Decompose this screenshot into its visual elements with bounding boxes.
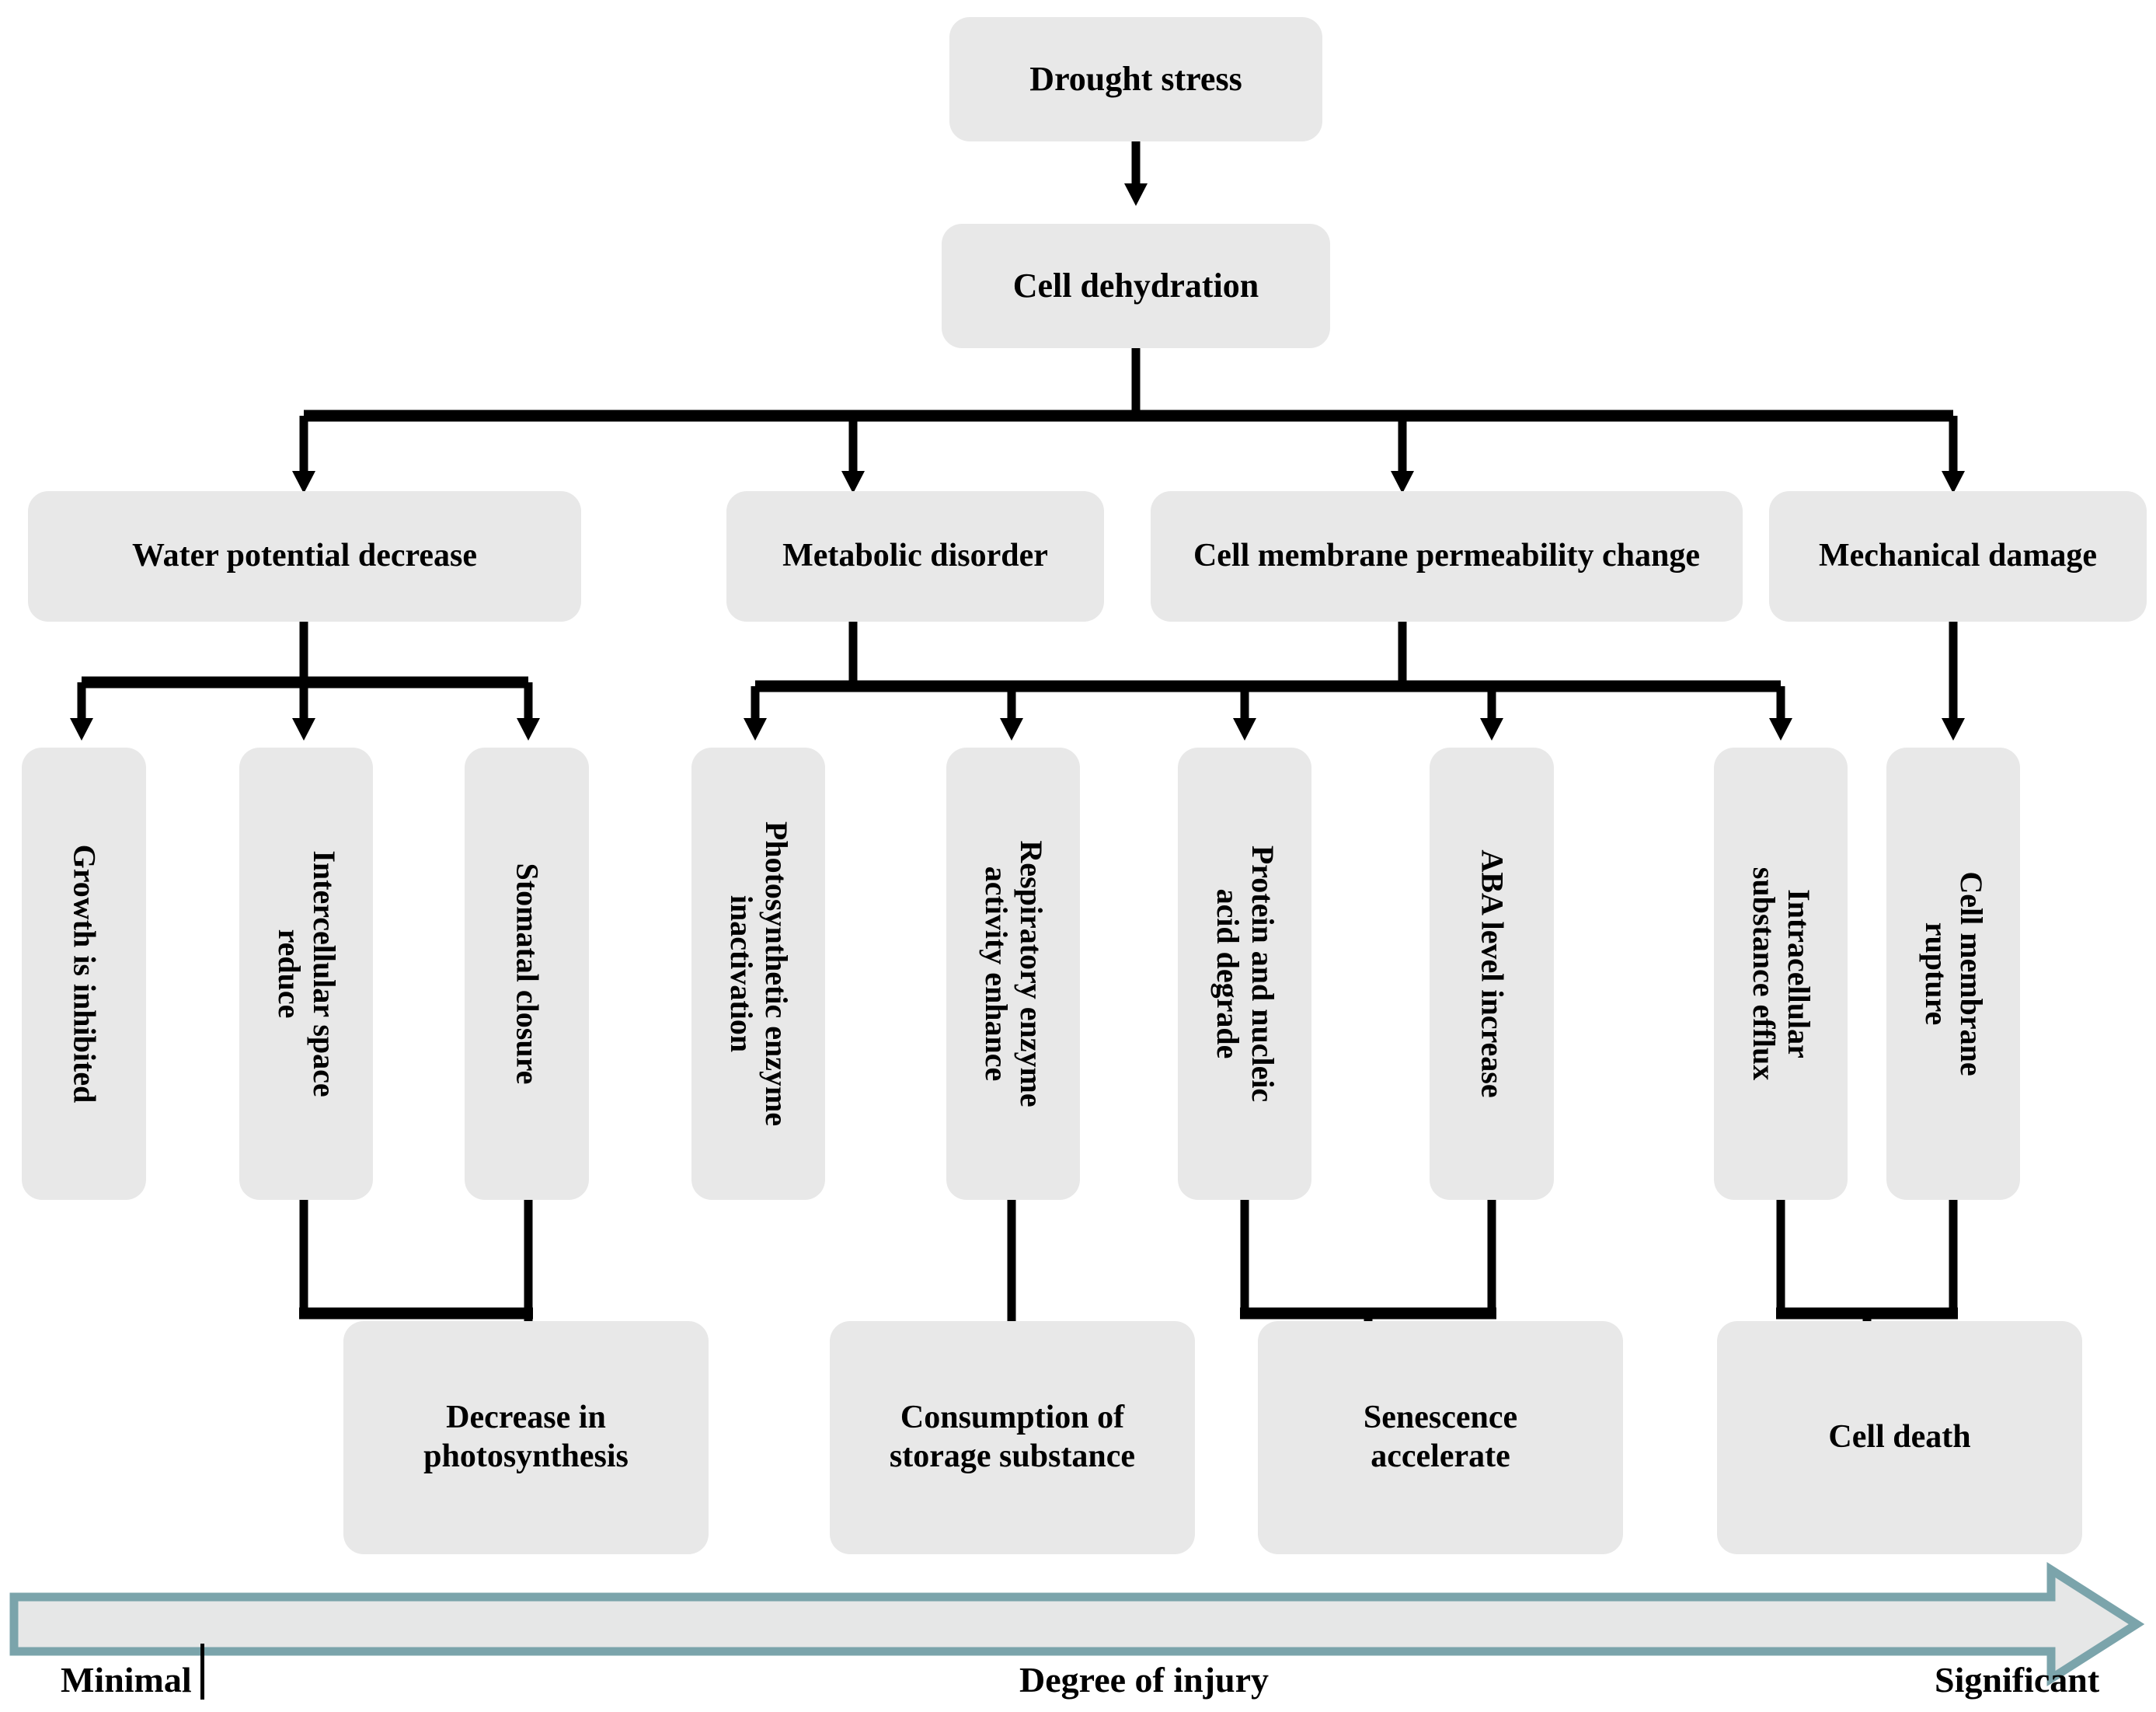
axis-label-significant: Significant	[1935, 1660, 2100, 1700]
node-cell-death[interactable]: Cell death	[1717, 1321, 2082, 1554]
node-label: Stomatal closure	[510, 863, 545, 1085]
node-stomatal-closure[interactable]: Stomatal closure	[465, 748, 589, 1200]
node-label: Water potential decrease	[131, 538, 477, 574]
node-mechanical-damage[interactable]: Mechanical damage	[1769, 491, 2147, 622]
node-label: ABA level increase	[1475, 849, 1510, 1098]
node-label: Drought stress	[1029, 60, 1242, 99]
node-label: Cell death	[1828, 1419, 1971, 1456]
node-label: Cell membrane permeability change	[1193, 538, 1701, 574]
node-cell-membrane-permeability-change[interactable]: Cell membrane permeability change	[1151, 491, 1743, 622]
node-aba-level-increase[interactable]: ABA level increase	[1430, 748, 1554, 1200]
node-drought-stress[interactable]: Drought stress	[949, 17, 1322, 141]
axis-label-minimal: Minimal	[61, 1660, 192, 1700]
node-label: Cell dehydration	[1012, 267, 1259, 305]
node-label: Metabolic disorder	[782, 538, 1048, 574]
node-label: Growth is inhibited	[67, 844, 103, 1104]
text-cursor-artifact	[200, 1644, 204, 1700]
node-metabolic-disorder[interactable]: Metabolic disorder	[726, 491, 1104, 622]
axis-label-degree-of-injury: Degree of injury	[1019, 1660, 1270, 1700]
node-growth-is-inhibited[interactable]: Growth is inhibited	[22, 748, 146, 1200]
node-cell-dehydration[interactable]: Cell dehydration	[942, 224, 1330, 348]
node-label: Mechanical damage	[1818, 538, 2098, 574]
node-water-potential-decrease[interactable]: Water potential decrease	[28, 491, 581, 622]
